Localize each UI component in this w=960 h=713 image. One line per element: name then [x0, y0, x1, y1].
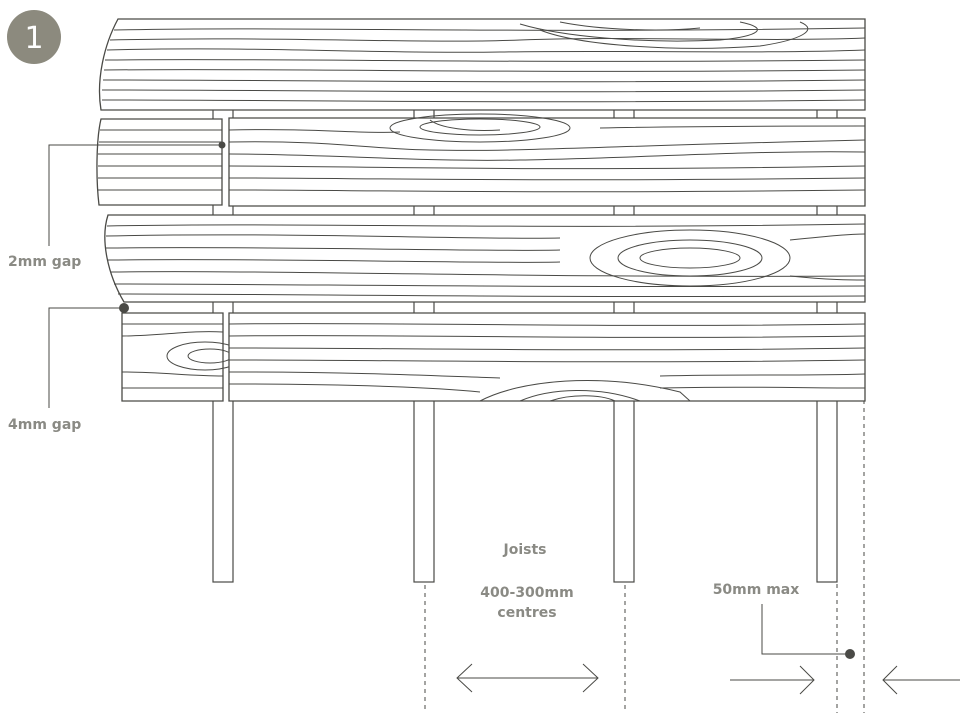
board-4-left-piece — [122, 313, 243, 401]
board-4-right-piece — [229, 313, 865, 401]
callout-2mm-gap: 2mm gap — [8, 141, 226, 270]
label-joists: Joists — [503, 542, 547, 558]
callout-overhang — [761, 604, 855, 659]
step-badge-circle — [7, 10, 61, 64]
board-1 — [100, 19, 865, 110]
spacing-arrow — [456, 663, 599, 693]
callout-overhang-dot — [845, 649, 855, 659]
step-badge: 1 — [7, 10, 61, 64]
label-4mm-gap: 4mm gap — [8, 417, 81, 433]
callout-4mm-gap: 4mm gap — [8, 303, 129, 433]
step-number: 1 — [24, 21, 43, 56]
callout-4mm-line — [48, 307, 124, 408]
label-2mm-gap: 2mm gap — [8, 254, 81, 270]
board-2-right-piece — [229, 114, 865, 206]
callout-overhang-line — [761, 604, 850, 655]
board-2-left-piece — [97, 119, 222, 205]
label-spacing-unit: centres — [497, 605, 556, 621]
overhang-arrows — [730, 665, 960, 695]
board-3 — [105, 215, 865, 302]
callout-2mm-line — [48, 144, 222, 246]
label-spacing-value: 400-300mm — [480, 585, 573, 601]
guide-lines — [424, 400, 865, 713]
callout-2mm-dot — [218, 141, 226, 149]
callout-4mm-dot — [119, 303, 129, 313]
label-overhang: 50mm max — [713, 582, 800, 598]
